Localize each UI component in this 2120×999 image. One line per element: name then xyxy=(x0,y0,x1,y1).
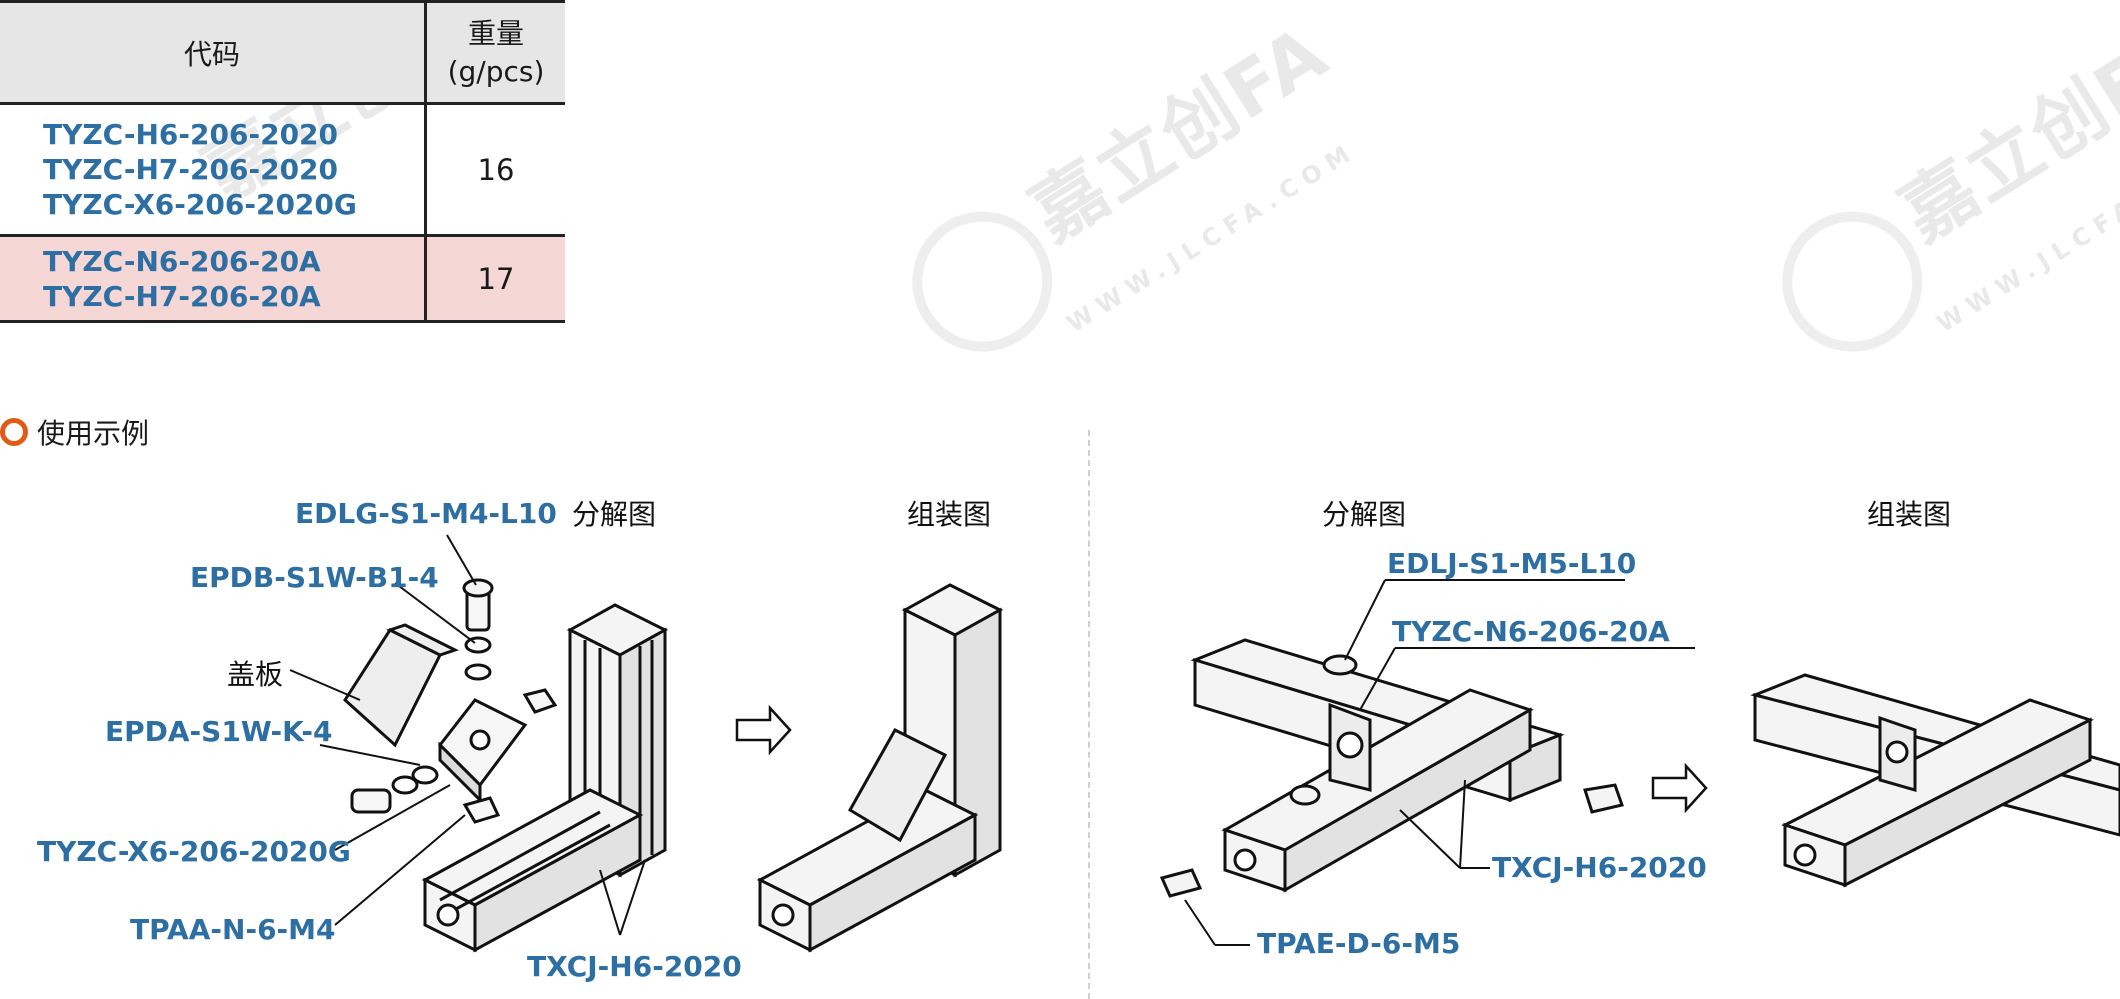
label-txcj-right: TXCJ-H6-2020 xyxy=(1492,851,1707,884)
label-tyzc-right: TYZC-N6-206-20A xyxy=(1392,615,1670,648)
header-weight: 重量 (g/pcs) xyxy=(425,0,565,105)
left-cover-plate xyxy=(343,623,459,748)
right-leader-lines xyxy=(1184,579,1695,946)
header-code: 代码 xyxy=(0,0,427,105)
left-horizontal-profile xyxy=(421,788,644,953)
weight-cell: 16 xyxy=(425,103,565,237)
label-tpae: TPAE-D-6-M5 xyxy=(1257,927,1461,960)
left-corner-bracket xyxy=(438,698,528,804)
right-assembled xyxy=(1750,673,2120,888)
table-row: TYZC-N6-206-20A TYZC-H7-206-20A 17 xyxy=(0,235,565,323)
left-assembled xyxy=(756,583,1004,953)
left-exploded-title: 分解图 xyxy=(572,498,657,531)
code-cell: TYZC-H6-206-2020 TYZC-H7-206-2020 TYZC-X… xyxy=(0,103,427,237)
label-edlj: EDLJ-S1-M5-L10 xyxy=(1387,547,1637,580)
label-cover: 盖板 xyxy=(227,658,284,691)
ring-bullet-icon xyxy=(0,418,28,446)
weight-cell: 17 xyxy=(425,235,565,323)
left-screws xyxy=(350,578,558,824)
code-cell: TYZC-N6-206-20A TYZC-H7-206-20A xyxy=(0,235,427,323)
right-assembled-title: 组装图 xyxy=(1867,498,1952,531)
spec-table: 代码 重量 (g/pcs) TYZC-H6-206-2020 TYZC-H7-2… xyxy=(0,0,565,323)
table-header-row: 代码 重量 (g/pcs) xyxy=(0,0,565,105)
left-leader-lines xyxy=(289,534,646,936)
arrow-icon xyxy=(735,704,792,756)
left-assembled-title: 组装图 xyxy=(907,498,992,531)
label-epda: EPDA-S1W-K-4 xyxy=(105,715,333,748)
right-exploded-profiles xyxy=(1159,638,1624,898)
label-txcj-left: TXCJ-H6-2020 xyxy=(527,950,742,983)
section-title: 使用示例 xyxy=(0,412,149,452)
right-exploded-title: 分解图 xyxy=(1322,498,1407,531)
table-row: TYZC-H6-206-2020 TYZC-H7-206-2020 TYZC-X… xyxy=(0,103,565,237)
label-edlg: EDLG-S1-M4-L10 xyxy=(295,497,557,530)
label-tyzc-left: TYZC-X6-206-2020G xyxy=(37,835,351,868)
label-tpaa: TPAA-N-6-M4 xyxy=(130,913,336,946)
label-epdb: EPDB-S1W-B1-4 xyxy=(190,561,439,594)
arrow-icon xyxy=(1651,762,1708,814)
divider xyxy=(1088,430,1090,999)
